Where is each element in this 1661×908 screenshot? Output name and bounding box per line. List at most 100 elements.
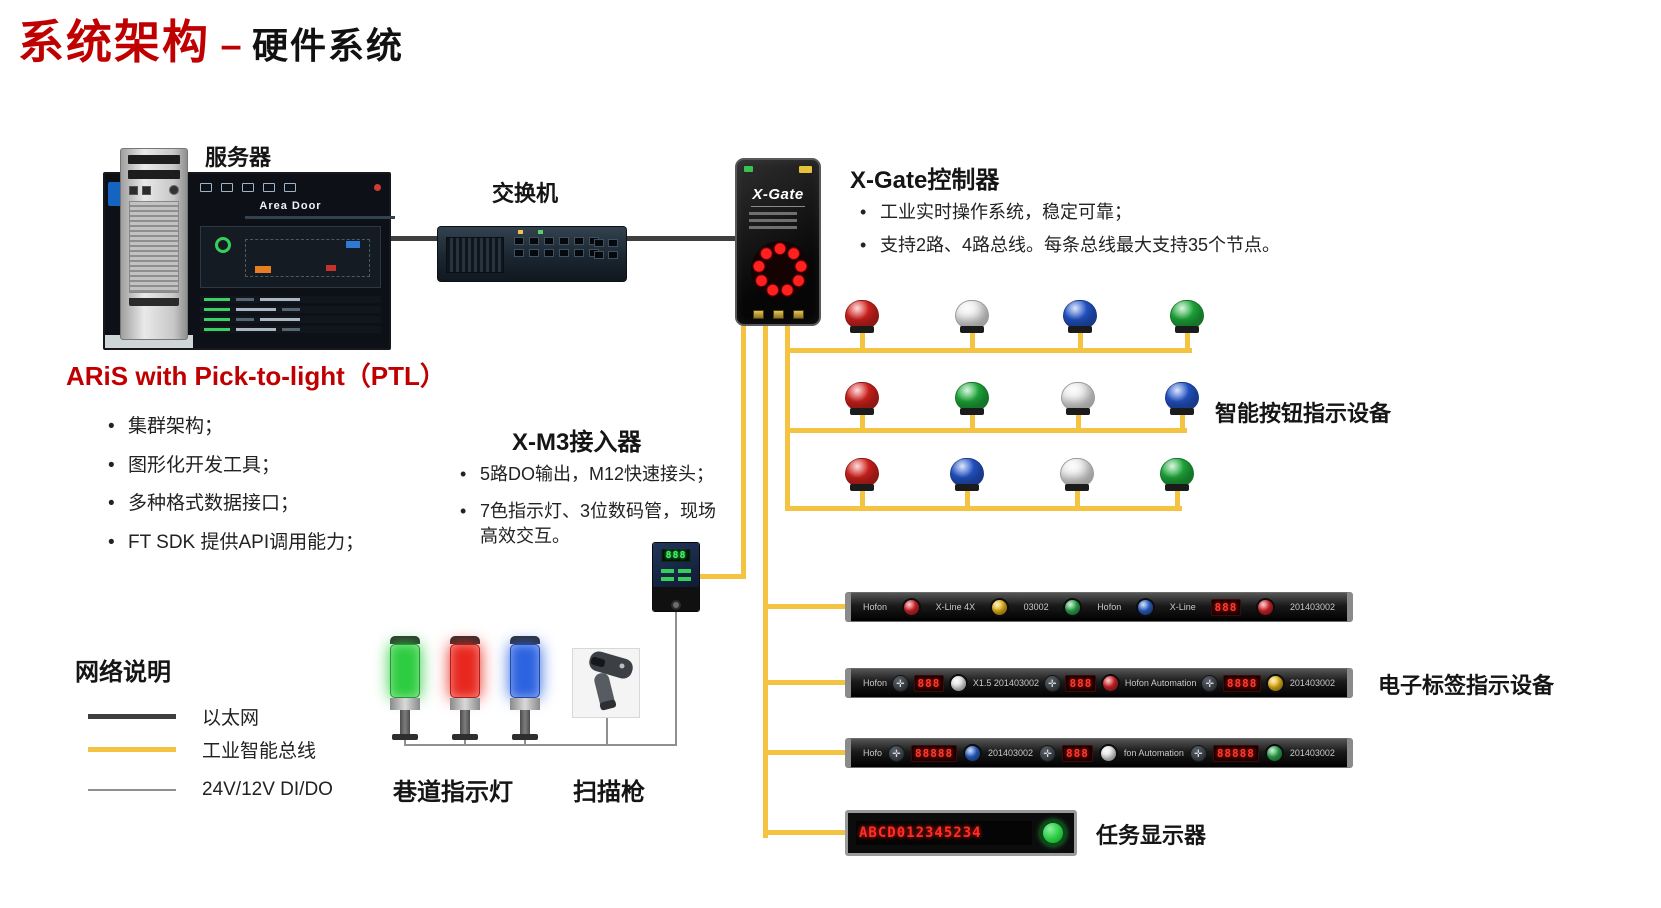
xgate-power-led xyxy=(744,166,753,172)
switch-vents xyxy=(446,237,504,273)
elabel-text: 201403002 xyxy=(1289,602,1335,612)
led-digit-display: 888 xyxy=(913,674,945,692)
aris-bullet: 多种格式数据接口； xyxy=(100,491,430,517)
legend-label: 以太网 xyxy=(202,707,260,729)
switch-led xyxy=(538,230,543,234)
elabel-pick-button[interactable] xyxy=(1266,673,1286,693)
bus-branch-taskdisplay xyxy=(768,830,846,835)
xgate-bullet: 支持2路、4路总线。每条总线最大支持35个节点。 xyxy=(852,233,1322,258)
switch-led xyxy=(518,230,523,234)
dio-line-horizontal xyxy=(404,744,677,746)
smart-button-blue[interactable] xyxy=(1162,382,1202,431)
elabel-pick-button[interactable] xyxy=(1135,597,1155,617)
xm3-base xyxy=(653,587,699,611)
xm3-indicator xyxy=(661,577,674,581)
smart-button-green[interactable] xyxy=(952,382,992,431)
barcode-scanner-image xyxy=(572,648,640,718)
screen-table-row xyxy=(200,306,381,313)
elabel-pick-button[interactable] xyxy=(989,597,1009,617)
elabel-text: X1.5 201403002 xyxy=(972,678,1039,688)
elabel-text: 201403002 xyxy=(1289,748,1335,758)
elabel-text: 03002 xyxy=(1023,602,1049,612)
elabel-pick-button[interactable] xyxy=(1063,597,1083,617)
tower-port xyxy=(142,185,151,195)
toolbar-icon xyxy=(221,182,233,192)
switch-label: 交换机 xyxy=(492,181,559,206)
elabel-pick-button[interactable] xyxy=(963,743,983,763)
led-digit-display: 888 xyxy=(1062,744,1093,762)
ethernet-line-sample xyxy=(88,713,176,719)
elabel-pick-button[interactable] xyxy=(1256,597,1276,617)
smart-button-blue[interactable] xyxy=(1060,300,1100,351)
elabel-text: X-Line 4X xyxy=(935,602,976,612)
tower-panel xyxy=(129,185,179,195)
toolbar-icon xyxy=(263,182,275,192)
elabel-text: Hofon xyxy=(863,602,888,612)
dio-line-xm3 xyxy=(675,611,677,744)
xgate-label: X-Gate控制器 xyxy=(850,167,1000,194)
elabel-pick-button[interactable] xyxy=(1264,743,1284,763)
aris-bullet: 集群架构； xyxy=(100,414,430,440)
network-switch xyxy=(437,226,627,282)
elabel-pick-button[interactable] xyxy=(1101,673,1121,693)
toolbar-icon xyxy=(284,182,296,192)
led-digit-display: 888 xyxy=(1065,674,1097,692)
bus-branch-ebar3 xyxy=(768,750,846,755)
smart-button-red[interactable] xyxy=(842,382,882,431)
smart-button-green[interactable] xyxy=(1167,300,1207,351)
elabel-pick-button[interactable] xyxy=(949,673,969,693)
screen-green-ring xyxy=(215,237,231,253)
aisle-lights-label: 巷道指示灯 xyxy=(393,779,513,806)
toolbar-icon xyxy=(200,182,212,192)
smart-button-blue[interactable] xyxy=(947,458,987,509)
scanner-label: 扫描枪 xyxy=(573,779,645,806)
elabel-text: Hofon xyxy=(863,678,888,688)
legend-item-dio: 24V/12V DI/DO xyxy=(88,779,333,801)
elabel-pick-button[interactable] xyxy=(1098,743,1118,763)
task-display-device: ABCD012345234 xyxy=(845,810,1077,856)
led-digit-display: 8888 xyxy=(1222,674,1262,692)
task-display-green-button[interactable] xyxy=(1040,820,1066,846)
screen-toolbar xyxy=(200,180,381,194)
legend-title: 网络说明 xyxy=(75,659,171,686)
xgate-led-ring xyxy=(750,240,810,300)
elabel-pick-button[interactable] xyxy=(901,597,921,617)
xm3-device: 888 xyxy=(652,542,700,612)
screen-table-row xyxy=(200,296,381,303)
screen-chip xyxy=(255,266,271,273)
dpad-control[interactable]: ✛ xyxy=(1043,674,1061,692)
drive-bay xyxy=(128,170,180,179)
led-digit-display: 88888 xyxy=(910,744,958,762)
xm3-bullet: 5路DO输出，M12快速接头； xyxy=(452,462,734,487)
dpad-control[interactable]: ✛ xyxy=(887,744,905,762)
switch-uplink-ports xyxy=(594,239,618,259)
xgate-device: X-Gate xyxy=(735,158,821,326)
smart-button-white[interactable] xyxy=(1057,458,1097,509)
ethernet-line-switch-xgate xyxy=(625,236,737,241)
screen-data-table xyxy=(200,296,381,336)
dpad-control[interactable]: ✛ xyxy=(1189,744,1207,762)
xgate-status-led xyxy=(799,166,812,173)
smart-button-white[interactable] xyxy=(1058,382,1098,431)
switch-ports xyxy=(514,237,599,257)
bus-line-main-vertical xyxy=(763,320,768,838)
smart-button-red[interactable] xyxy=(842,300,882,351)
screen-chip xyxy=(326,265,336,271)
bus-line-sample xyxy=(88,746,176,752)
dio-line-sample xyxy=(88,789,176,791)
dpad-control[interactable]: ✛ xyxy=(1039,744,1057,762)
xgate-bullet: 工业实时操作系统，稳定可靠； xyxy=(852,200,1322,225)
dpad-control[interactable]: ✛ xyxy=(891,674,909,692)
xm3-digit-display: 888 xyxy=(661,549,691,562)
screen-map-panel xyxy=(200,226,381,288)
screen-table-row xyxy=(200,326,381,333)
dpad-control[interactable]: ✛ xyxy=(1201,674,1219,692)
smart-button-green[interactable] xyxy=(1157,458,1197,509)
smart-button-white[interactable] xyxy=(952,300,992,351)
smart-button-red[interactable] xyxy=(842,458,882,509)
screen-chip xyxy=(346,241,360,248)
aris-bullet-list: 集群架构； 图形化开发工具； 多种格式数据接口； FT SDK 提供API调用能… xyxy=(100,414,430,569)
legend-label: 工业智能总线 xyxy=(202,740,317,762)
bus-line-button-row1 xyxy=(785,348,1192,353)
